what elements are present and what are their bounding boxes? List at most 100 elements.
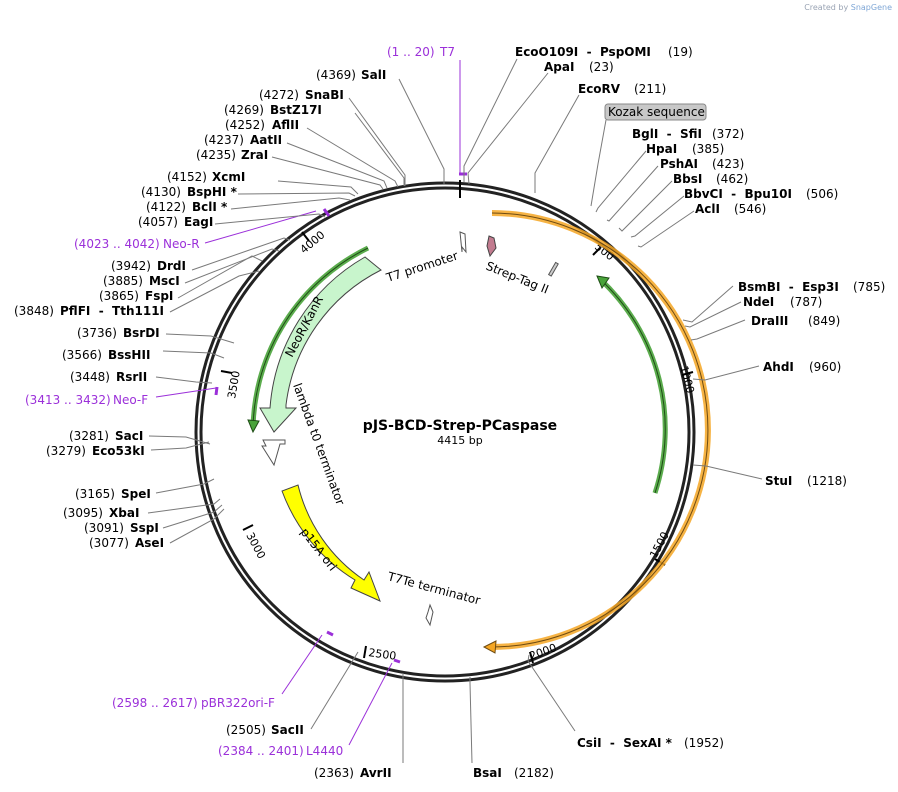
site-bsshii-name: BssHII (108, 348, 150, 362)
site-acli-pos: (546) (734, 202, 766, 216)
site-aflii-name: AflII (272, 118, 299, 132)
tick-mark-3500 (220, 370, 233, 374)
site-bgli-sfii-pos: (372) (712, 127, 744, 141)
leader-ahdi (692, 365, 760, 381)
site-bsmbi-esp3i-name: BsmBI - Esp3I (738, 280, 839, 294)
site-xbai-name: XbaI (109, 506, 139, 520)
leader-zrai (271, 156, 384, 190)
leader-draiii (690, 319, 746, 341)
site-bsmbi-esp3i-pos: (785) (853, 280, 885, 294)
tick-label-2500: 2500 (368, 646, 398, 663)
tick-mark-3000 (242, 524, 254, 531)
site-eco0109i-pspomi-pos: (19) (668, 45, 693, 59)
t7te-terminator-arrow (425, 603, 434, 627)
leader-rsrii (155, 376, 213, 384)
leader-spei (155, 478, 215, 494)
site-avrii-name: AvrII (360, 766, 392, 780)
site-stui-pos: (1218) (807, 474, 847, 488)
primer-t7-name: T7 (439, 45, 455, 59)
site-xcmi-name: XcmI (212, 170, 245, 184)
site-apai-pos: (23) (589, 60, 614, 74)
kozak-sequence-label-box (604, 103, 707, 121)
site-hpai-pos: (385) (692, 142, 724, 156)
leader-bsshii (162, 350, 225, 359)
site-ecorv-name: EcoRV (578, 82, 621, 96)
leader-bbsi (618, 180, 673, 232)
leader-msci (184, 248, 280, 284)
site-drdi-name: DrdI (157, 259, 186, 273)
site-msci-name: MscI (149, 274, 180, 288)
tick-label-3000: 3000 (243, 530, 268, 561)
leader-drdi (191, 237, 291, 271)
primer-l4440-range: (2384 .. 2401) (218, 744, 304, 758)
left-site-labels: (4369) SalI (4272) SnaBI (4269) BstZ17I … (14, 68, 392, 780)
site-saci-pos: (3281) (69, 429, 109, 443)
primer-labels: (1 .. 20) T7 (4023 .. 4042) Neo-R (3413 … (25, 45, 455, 758)
site-bsrdi-name: BsrDI (123, 326, 160, 340)
leader-sacii (310, 651, 359, 730)
orf-arc-green-left-line (252, 247, 369, 429)
leader-xcmi (277, 180, 359, 195)
site-saci-name: SacI (115, 429, 143, 443)
site-bsrdi-pos: (3736) (77, 326, 117, 340)
site-eco53ki-name: Eco53kI (92, 444, 145, 458)
site-snabi-pos: (4272) (259, 88, 299, 102)
orf-arc-orange-arrowhead (482, 640, 497, 654)
snapgene-watermark: Created by SnapGene (804, 3, 892, 12)
leader-pflfi-tth111i (169, 270, 260, 313)
site-drdi-pos: (3942) (111, 259, 151, 273)
orf-arc-green-right-arrowhead (596, 275, 610, 290)
site-fspi-pos: (3865) (99, 289, 139, 303)
tick-mark-4000 (301, 231, 310, 242)
backbone-inner-ring (199, 186, 691, 678)
primer-pbr322ori-f-mark (326, 630, 334, 637)
orf-arc-green-right-line (599, 278, 666, 494)
neor-kanr-label: NeoR/KanR (282, 294, 326, 360)
primer-neo-r-name: Neo-R (163, 237, 200, 251)
primer-l4440-leader (348, 662, 393, 746)
site-draiii-pos: (849) (808, 314, 840, 328)
site-ahdi-pos: (960) (809, 360, 841, 374)
site-stui-name: StuI (765, 474, 792, 488)
primer-l4440-mark (393, 658, 401, 664)
site-aatii-pos: (4237) (204, 133, 244, 147)
leader-hpai (595, 150, 647, 213)
leader-bsmbi-esp3i (682, 285, 734, 323)
site-msci-pos: (3885) (103, 274, 143, 288)
site-ndei-pos: (787) (790, 295, 822, 309)
site-ndei-name: NdeI (743, 295, 774, 309)
leader-bgli-sfii (590, 119, 607, 207)
leader-apai (467, 72, 549, 185)
site-acli-name: AclI (695, 202, 720, 216)
site-bsshii-pos: (3566) (62, 348, 102, 362)
primer-neo-f-name: Neo-F (113, 393, 148, 407)
tick-label-1000: 1000 (677, 364, 697, 394)
leader-snabi (348, 97, 406, 186)
plasmid-name: pJS-BCD-Strep-PCaspase (363, 418, 557, 434)
right-site-labels: EcoO109I - PspOMI (19) ApaI (23) EcoRV (… (473, 45, 885, 780)
site-asei-pos: (3077) (89, 536, 129, 550)
site-hpai-name: HpaI (646, 142, 677, 156)
site-csii-sexai-pos: (1952) (684, 736, 724, 750)
site-rsrii-name: RsrII (116, 370, 147, 384)
site-eco53ki-pos: (3279) (46, 444, 86, 458)
tick-label-3500: 3500 (225, 370, 243, 400)
leader-saci (148, 435, 211, 445)
leader-stui (692, 464, 763, 480)
tick-mark-500 (592, 246, 602, 256)
primer-l4440-name: L4440 (306, 744, 343, 758)
site-zrai-name: ZraI (241, 148, 268, 162)
backbone-outer-ring (194, 181, 696, 683)
site-sspi-pos: (3091) (84, 521, 124, 535)
leader-csii-sexai (527, 654, 576, 732)
leader-aatii (286, 142, 388, 189)
site-bbsi-name: BbsI (673, 172, 702, 186)
site-bstz17i-name: BstZ17I (270, 103, 322, 117)
site-bcli-name: BclI * (192, 200, 228, 214)
p15a-ori-feature (281, 484, 381, 602)
leader-xbai (147, 498, 221, 514)
site-fspi-name: FspI (145, 289, 173, 303)
plasmid-length: 4415 bp (437, 434, 482, 447)
site-asei-name: AseI (135, 536, 164, 550)
site-draiii-name: DraIII (751, 314, 788, 328)
